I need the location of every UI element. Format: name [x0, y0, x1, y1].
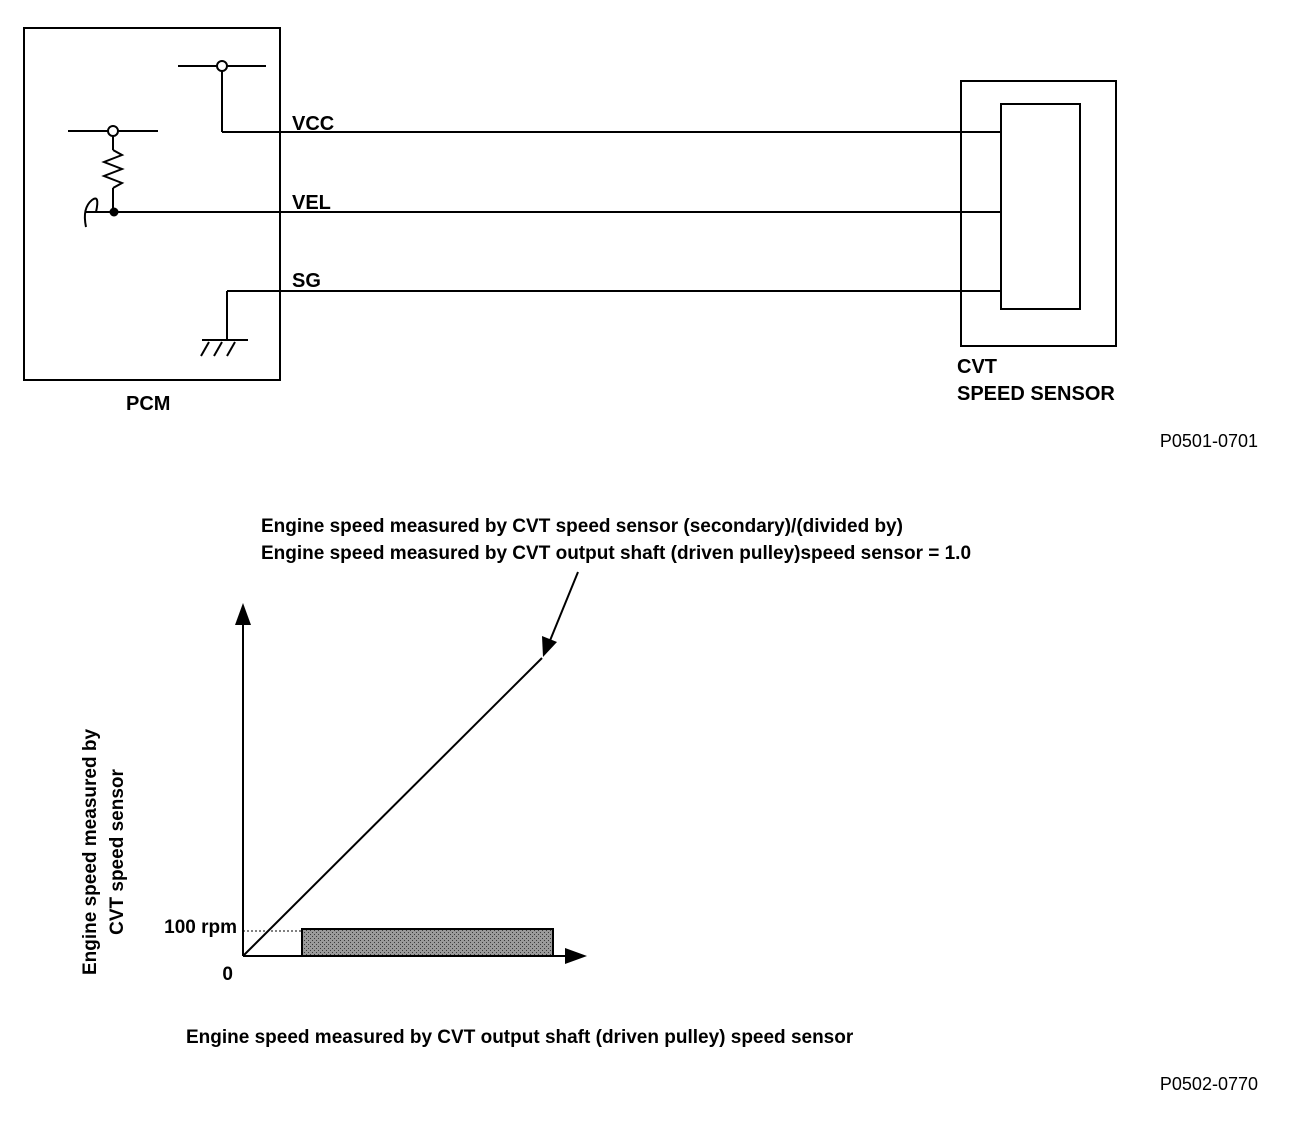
annotation-line2: Engine speed measured by CVT output shaf…: [261, 543, 971, 564]
figure-id-graph: P0502-0770: [1160, 1074, 1258, 1094]
y-axis-label-line1: Engine speed measured by: [80, 729, 101, 975]
wire-label-vel: VEL: [292, 192, 331, 214]
ratio-line: [242, 657, 543, 957]
y-axis-label-line2: CVT speed sensor: [107, 769, 128, 935]
y-tick-100rpm: 100 rpm: [164, 917, 237, 938]
wire-label-vcc: VCC: [292, 113, 334, 135]
wire-label-sg: SG: [292, 270, 321, 292]
speed-graph: Engine speed measured by CVT speed senso…: [80, 516, 1258, 1094]
figure-id-wiring: P0501-0701: [1160, 431, 1258, 451]
wiring-diagram: VCC VEL SG PCM CVT SPEED SENSOR P0501-07…: [23, 27, 1258, 451]
sensor-label-line1: CVT: [957, 356, 997, 378]
ground-symbol: [200, 291, 248, 357]
y-tick-0: 0: [222, 964, 233, 985]
pcm-label: PCM: [126, 393, 170, 415]
annotation-line1: Engine speed measured by CVT speed senso…: [261, 516, 903, 537]
pull-up-resistor: [68, 125, 158, 228]
sensor-inner-box: [1000, 103, 1081, 310]
x-axis-label: Engine speed measured by CVT output shaf…: [186, 1027, 854, 1048]
sensor-label-line2: SPEED SENSOR: [957, 383, 1115, 405]
pcm-box: [23, 27, 281, 381]
vcc-supply-terminal: [178, 60, 266, 132]
annotation-arrow: [542, 571, 579, 657]
sensor-outer-box: [960, 80, 1117, 347]
shaded-region: [301, 928, 554, 957]
y-axis: [235, 603, 251, 956]
